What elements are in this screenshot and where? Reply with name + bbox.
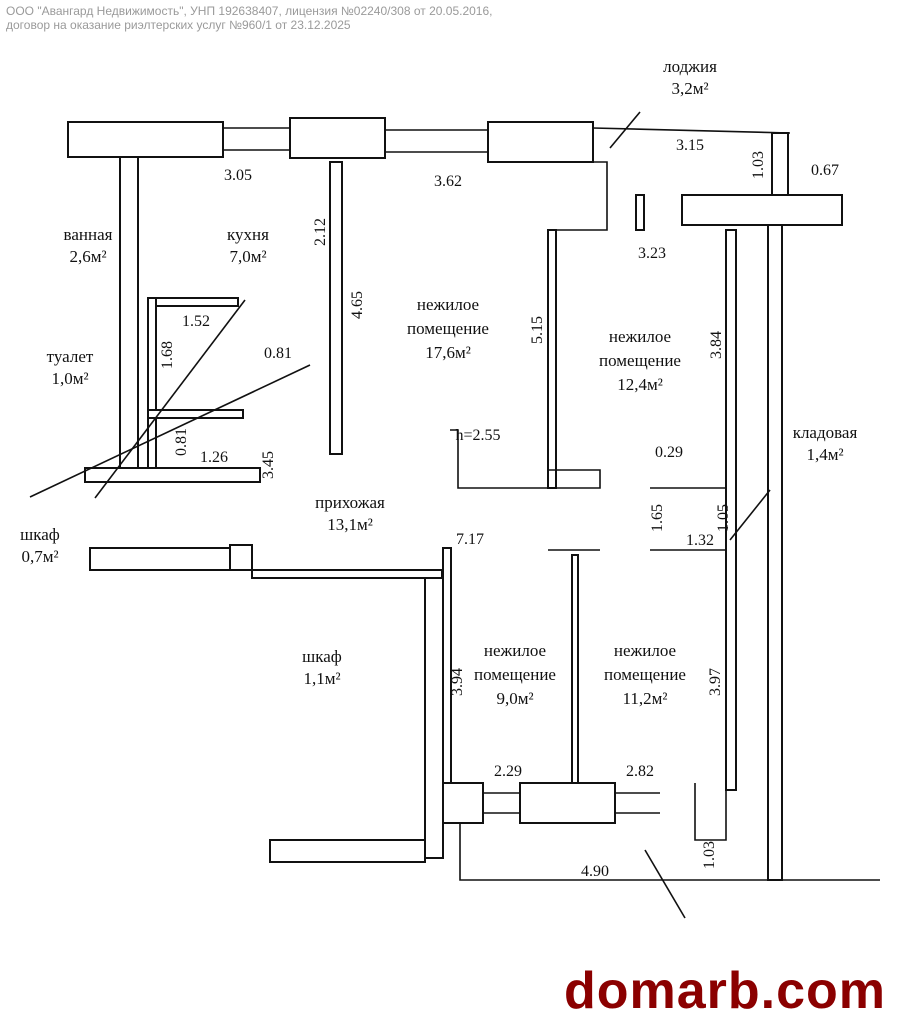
room1-type: помещение <box>407 319 489 338</box>
room4-name: нежилое <box>614 641 676 660</box>
header-line-1: ООО "Авангард Недвижимость", УНП 1926384… <box>6 4 493 18</box>
dimension: 1.05 <box>715 504 732 532</box>
storage-name: кладовая <box>793 423 858 442</box>
dimension: 1.68 <box>159 341 176 369</box>
storage-area: 1,4м² <box>806 445 843 464</box>
dimension: 3.45 <box>260 451 277 479</box>
room-labels: лоджия 3,2м² ванная 2,6м² кухня 7,0м² не… <box>20 57 857 708</box>
room4-type: помещение <box>604 665 686 684</box>
hall-area: 13,1м² <box>327 515 373 534</box>
dimension: 3.97 <box>707 668 724 696</box>
dimension: 1.32 <box>686 532 714 549</box>
walls <box>29 111 880 919</box>
dimension: 4.65 <box>349 291 366 319</box>
dimension: 1.52 <box>182 313 210 330</box>
room4-area: 11,2м² <box>623 689 668 708</box>
dimension: 4.90 <box>581 863 609 880</box>
dimension: 1.03 <box>701 841 718 869</box>
closet2-name: шкаф <box>302 647 342 666</box>
dimension: 3.94 <box>449 668 466 696</box>
dimension: 0.81 <box>264 345 292 362</box>
room2-name: нежилое <box>609 327 671 346</box>
header-line-2: договор на оказание риэлтерских услуг №9… <box>6 18 351 32</box>
room2-area: 12,4м² <box>617 375 663 394</box>
dimension: 0.67 <box>811 162 839 179</box>
dimension: 3.23 <box>638 245 666 262</box>
dimension: 3.62 <box>434 173 462 190</box>
header-text: ООО "Авангард Недвижимость", УНП 1926384… <box>6 4 492 32</box>
dimension: 3.84 <box>708 331 725 359</box>
dimension: 2.12 <box>312 218 329 246</box>
dimension: h=2.55 <box>455 427 500 444</box>
room3-type: помещение <box>474 665 556 684</box>
room3-area: 9,0м² <box>496 689 533 708</box>
dimension: 3.15 <box>676 137 704 154</box>
dimension: 1.03 <box>750 151 767 179</box>
dimension: 0.29 <box>655 444 683 461</box>
bathroom-area: 2,6м² <box>69 247 106 266</box>
loggia-name: лоджия <box>663 57 717 76</box>
loggia-area: 3,2м² <box>671 79 708 98</box>
kitchen-area: 7,0м² <box>229 247 266 266</box>
dimension: 7.17 <box>456 531 484 548</box>
dimension: 0.81 <box>173 428 190 456</box>
hall-name: прихожая <box>315 493 385 512</box>
dimension: 1.26 <box>200 449 228 466</box>
closet2-area: 1,1м² <box>303 669 340 688</box>
kitchen-name: кухня <box>227 225 269 244</box>
bathroom-name: ванная <box>64 225 113 244</box>
dimension: 1.65 <box>649 504 666 532</box>
dimension: 5.15 <box>529 316 546 344</box>
room2-type: помещение <box>599 351 681 370</box>
toilet-name: туалет <box>47 347 94 366</box>
dimension-labels: 3.05 3.62 3.15 1.03 0.67 2.12 4.65 5.15 … <box>159 137 839 880</box>
dimension: 2.82 <box>626 763 654 780</box>
dimension: 3.05 <box>224 167 252 184</box>
dimension: 2.29 <box>494 763 522 780</box>
toilet-area: 1,0м² <box>51 369 88 388</box>
closet1-area: 0,7м² <box>21 547 58 566</box>
room3-name: нежилое <box>484 641 546 660</box>
room1-area: 17,6м² <box>425 343 471 362</box>
watermark-logo: domarb.com <box>563 962 886 1020</box>
closet1-name: шкаф <box>20 525 60 544</box>
room1-name: нежилое <box>417 295 479 314</box>
